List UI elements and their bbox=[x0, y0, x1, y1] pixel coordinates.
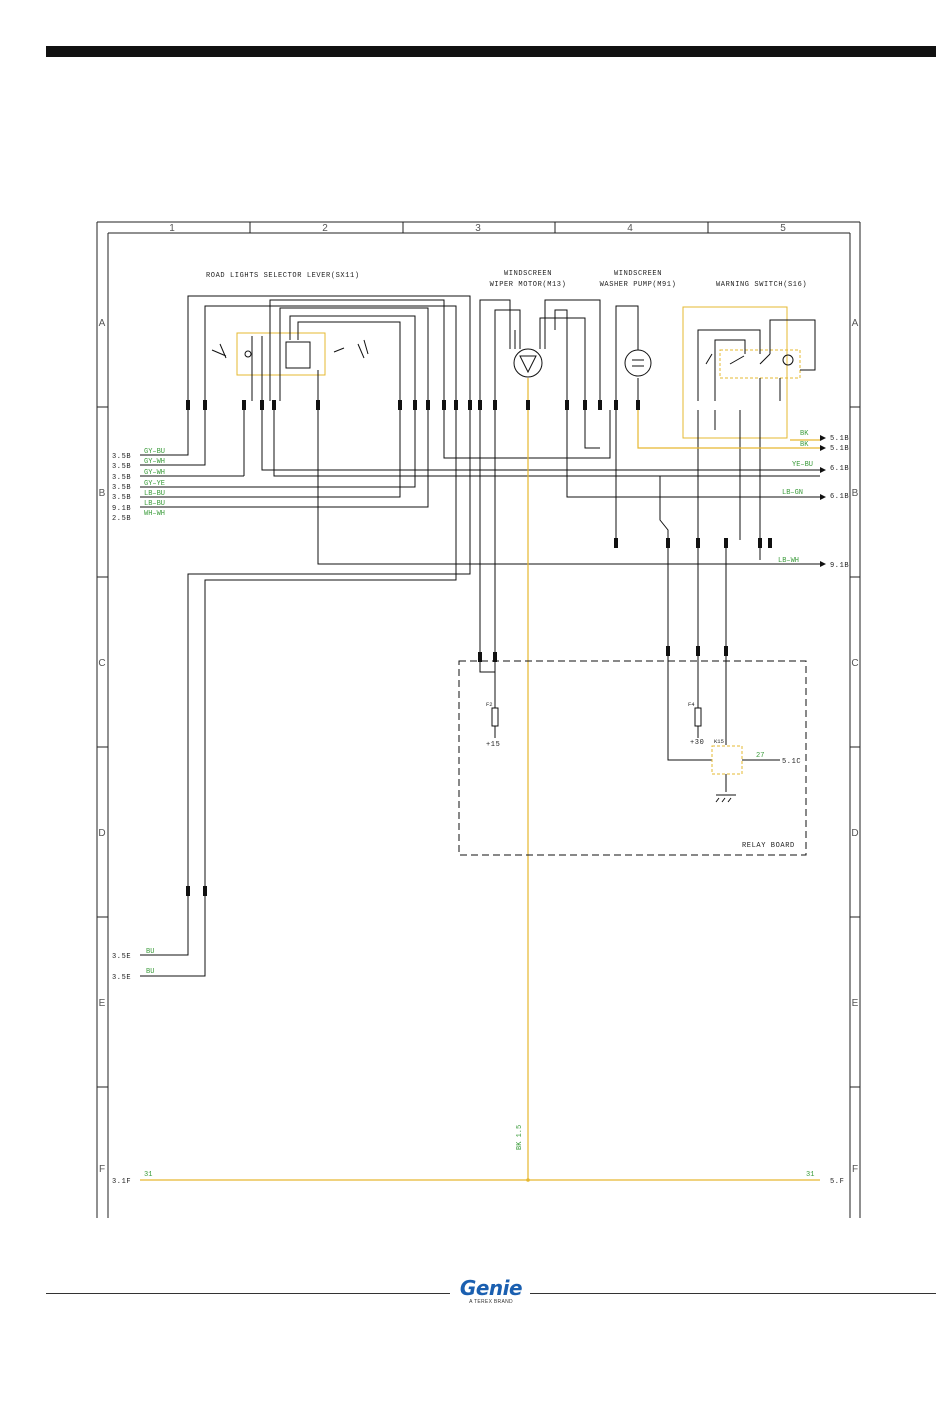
warning-switch-symbol bbox=[682, 306, 801, 439]
left-ref: 9.1B bbox=[112, 505, 131, 513]
wires-warning bbox=[659, 319, 816, 540]
row-label: C bbox=[851, 658, 858, 669]
wires-wiper-washer bbox=[479, 299, 820, 655]
bottom-wire: BU bbox=[146, 948, 154, 956]
fuse-f4-supply: +30 bbox=[690, 739, 704, 747]
row-label: A bbox=[99, 318, 106, 329]
grid-row-labels: A A B B C C D D E E F F bbox=[98, 318, 858, 1175]
drawing-frame bbox=[96, 221, 861, 1218]
ground-vertical-wire: BK 1.5 bbox=[516, 1125, 524, 1150]
relay-k15-label: K15 bbox=[714, 738, 724, 745]
wires-lower bbox=[479, 548, 761, 761]
row-label: E bbox=[852, 998, 859, 1009]
row-label: B bbox=[99, 488, 106, 499]
right-ref: 6.1B bbox=[830, 465, 849, 473]
right-ref: 5.1B bbox=[830, 435, 849, 443]
right-wire: LB–WH bbox=[778, 557, 799, 565]
row-label: C bbox=[98, 658, 105, 669]
footer-rule bbox=[46, 1293, 450, 1294]
left-wire: GY–YE bbox=[144, 480, 165, 488]
right-ref: 9.1B bbox=[830, 562, 849, 570]
road-lights-selector-title: ROAD LIGHTS SELECTOR LEVER(SX11) bbox=[206, 272, 360, 280]
right-ref: 6.1B bbox=[830, 493, 849, 501]
left-ref: 2.5B bbox=[112, 515, 131, 523]
wiper-motor-symbol bbox=[513, 348, 543, 378]
left-ref: 3.5B bbox=[112, 463, 131, 471]
row-label: F bbox=[852, 1164, 858, 1175]
left-ref: 3.5B bbox=[112, 474, 131, 482]
right-wire: LB–GN bbox=[782, 489, 803, 497]
footer-rule bbox=[530, 1293, 936, 1294]
row-label: B bbox=[852, 488, 859, 499]
column-label: 2 bbox=[322, 223, 328, 234]
row-label: A bbox=[852, 318, 859, 329]
wiper-title-line1: WINDSCREEN bbox=[504, 270, 552, 278]
right-references: 5.1B 5.1B 6.1B 6.1B 9.1B BK BK YE–BU LB–… bbox=[778, 430, 849, 570]
column-label: 3 bbox=[475, 223, 481, 234]
grid-column-labels: 1 2 3 4 5 bbox=[169, 223, 786, 234]
left-wire: GY–BU bbox=[144, 448, 165, 456]
fuse-f2-supply: +15 bbox=[486, 741, 500, 749]
left-ref: 3.5B bbox=[112, 453, 131, 461]
bottom-wire: BU bbox=[146, 968, 154, 976]
column-label: 5 bbox=[780, 223, 786, 234]
wiper-title-line2: WIPER MOTOR(M13) bbox=[490, 281, 567, 289]
genie-logo: Genie A TEREX BRAND bbox=[456, 1277, 526, 1313]
row-label: D bbox=[851, 828, 858, 839]
left-ref: 3.5B bbox=[112, 484, 131, 492]
row-label: D bbox=[98, 828, 105, 839]
right-wire: BK bbox=[800, 441, 809, 449]
ground-wire-right: 31 bbox=[806, 1171, 814, 1179]
relay-out-ref: 5.1C bbox=[782, 758, 801, 766]
yellow-wires bbox=[140, 378, 820, 1181]
relay-out-wire: 27 bbox=[756, 752, 764, 760]
logo-brand: Genie bbox=[459, 1276, 523, 1300]
warning-switch-title: WARNING SWITCH(S16) bbox=[716, 281, 807, 289]
ground-right-ref: 5.F bbox=[830, 1178, 844, 1186]
left-wire: GY–WH bbox=[144, 469, 165, 477]
ground-wire: 3.1F 5.F 31 31 BK 1.5 bbox=[112, 1125, 844, 1186]
column-label: 1 bbox=[169, 223, 175, 234]
washer-pump-symbol bbox=[624, 349, 652, 377]
left-wire: LB–BU bbox=[144, 490, 165, 498]
washer-title-line2: WASHER PUMP(M91) bbox=[600, 281, 677, 289]
relay-board bbox=[458, 660, 807, 856]
page-footer: Genie A TEREX BRAND bbox=[0, 1275, 950, 1315]
right-wire: BK bbox=[800, 430, 809, 438]
left-wire: LB–BU bbox=[144, 500, 165, 508]
road-lights-selector-symbol bbox=[211, 332, 369, 376]
ground-left-ref: 3.1F bbox=[112, 1178, 131, 1186]
bottom-left-references: 3.5E 3.5E BU BU bbox=[112, 948, 154, 982]
row-label: E bbox=[99, 998, 106, 1009]
fuse-f4-label: F4 bbox=[688, 701, 695, 708]
fuse-f2-label: F2 bbox=[486, 701, 493, 708]
left-ref: 3.5B bbox=[112, 494, 131, 502]
right-ref: 5.1B bbox=[830, 445, 849, 453]
ground-wire-left: 31 bbox=[144, 1171, 152, 1179]
right-wire: YE–BU bbox=[792, 461, 813, 469]
header-bar bbox=[46, 46, 936, 57]
left-references: 3.5B 3.5B 3.5B 3.5B 3.5B 9.1B 2.5B GY–BU… bbox=[112, 448, 165, 523]
relay-board-title: RELAY BOARD bbox=[742, 842, 795, 850]
wires-selector bbox=[140, 295, 820, 977]
logo-tagline: A TEREX BRAND bbox=[469, 1299, 513, 1305]
bottom-ref: 3.5E bbox=[112, 974, 131, 982]
washer-title-line1: WINDSCREEN bbox=[614, 270, 662, 278]
row-label: F bbox=[99, 1164, 105, 1175]
left-wire: WH–WH bbox=[144, 510, 165, 518]
column-label: 4 bbox=[627, 223, 633, 234]
bottom-ref: 3.5E bbox=[112, 953, 131, 961]
left-wire: GY–WH bbox=[144, 458, 165, 466]
